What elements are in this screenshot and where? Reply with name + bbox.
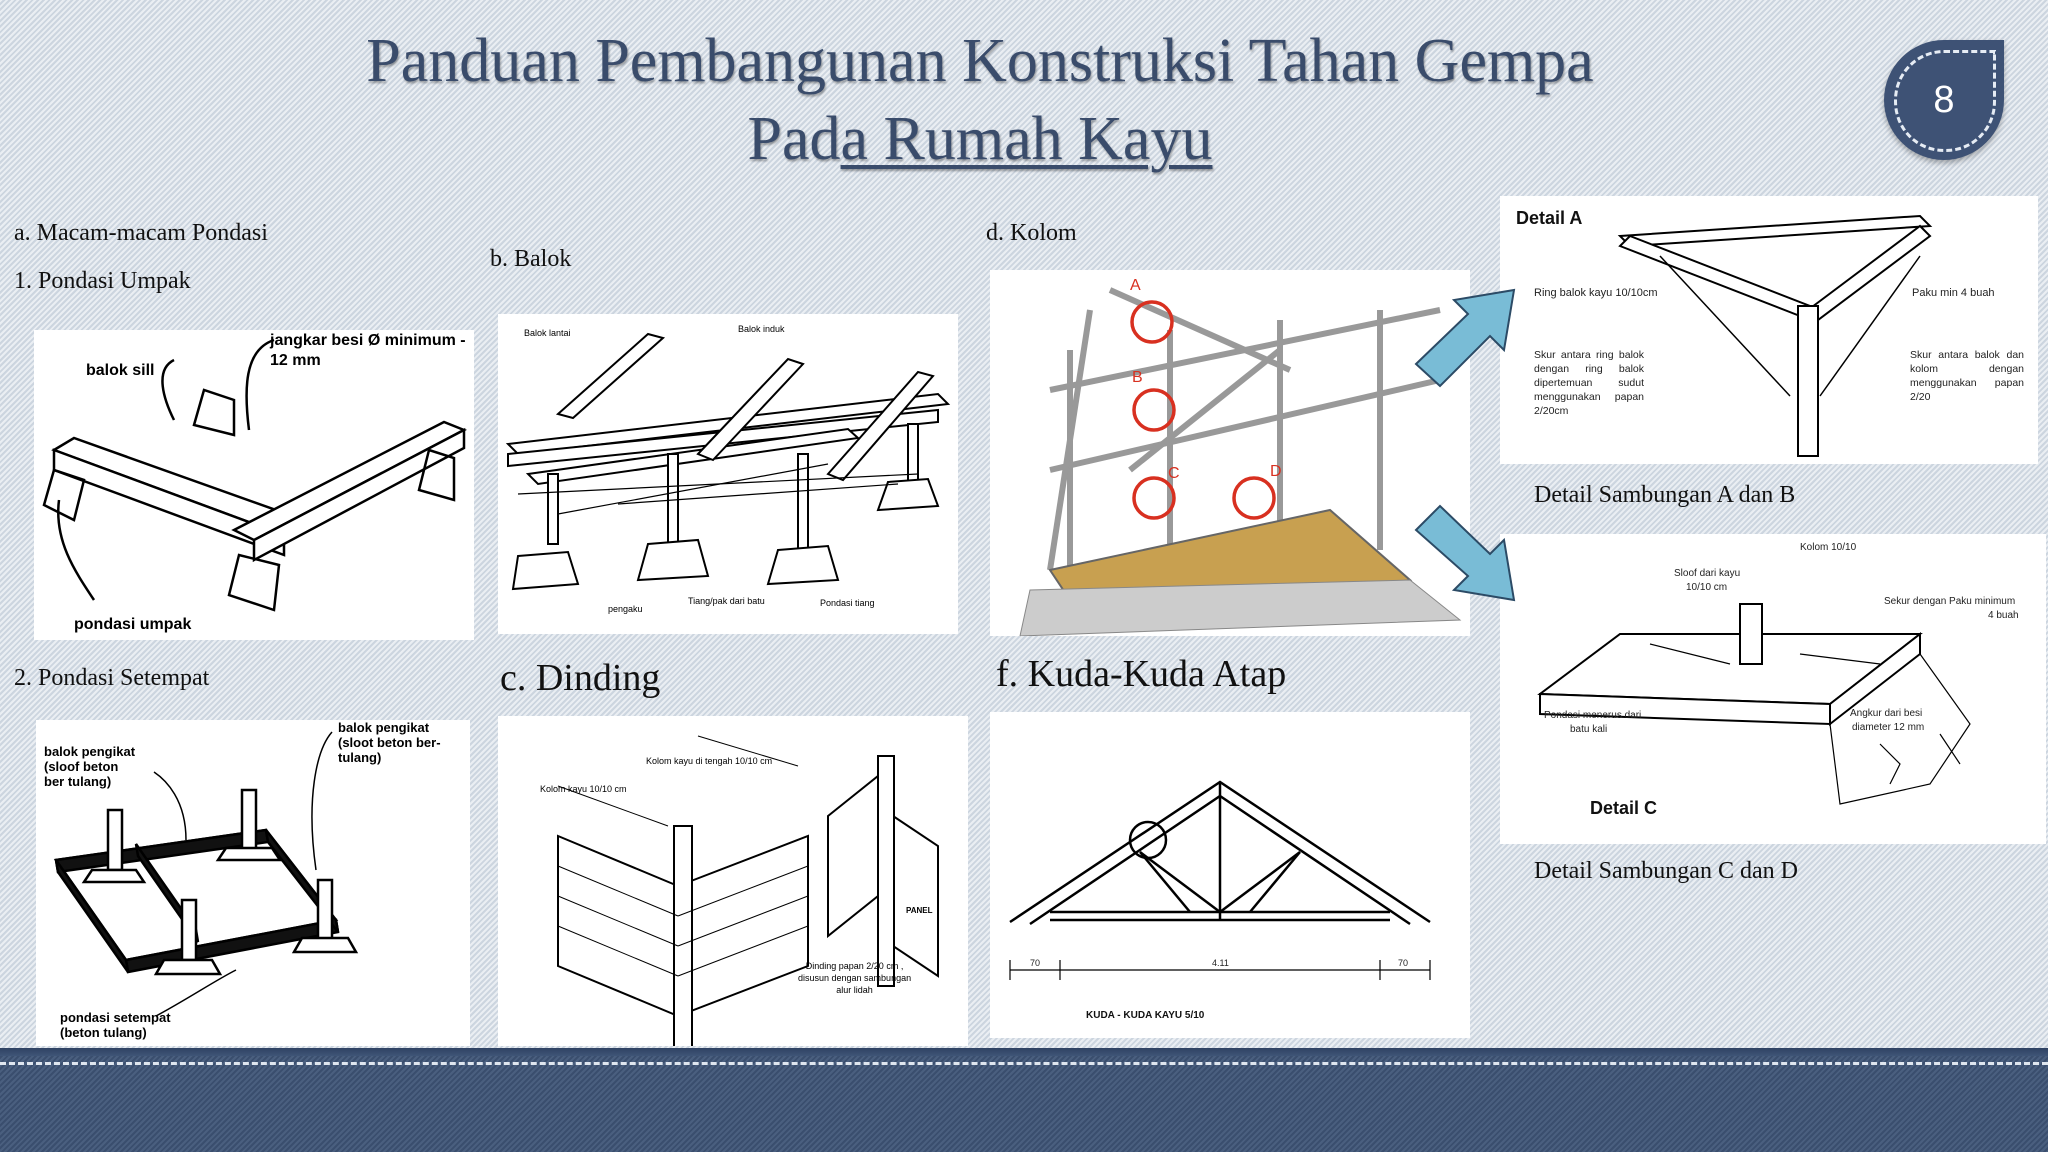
marker-a: A bbox=[1130, 277, 1141, 294]
sloof-text-1: Sloof dari kayu bbox=[1674, 568, 1740, 579]
angkur-text-1: Angkur dari besi bbox=[1850, 708, 1922, 719]
page-number-badge: 8 bbox=[1884, 40, 2004, 160]
kuda-kuda-drawing: 70 4.11 70 KUDA - KUDA KAYU 5/10 bbox=[990, 712, 1470, 1038]
arrow-down-right-icon bbox=[1414, 504, 1516, 602]
ring-balok-text: Ring balok kayu 10/10cm bbox=[1534, 287, 1658, 299]
pondasi-umpak-drawing: balok sill jangkar besi Ø minimum - 12 m… bbox=[34, 330, 474, 640]
detail-ab-caption: Detail Sambungan A dan B bbox=[1534, 482, 1796, 508]
tiang-text: Tiang/pak dari batu bbox=[688, 596, 765, 606]
sekur-text-2: 4 buah bbox=[1988, 610, 2019, 621]
balok-label: b. Balok bbox=[490, 246, 572, 272]
pondasi-umpak-label: 1. Pondasi Umpak bbox=[14, 268, 191, 294]
balok-drawing: Balok lantai Balok induk pengaku Tiang/p… bbox=[498, 314, 958, 634]
balok-pengikat-right-1: balok pengikat bbox=[338, 720, 430, 735]
dinding-papan-text-1: Dinding papan 2/20 cm , bbox=[805, 961, 904, 971]
kolom-label: d. Kolom bbox=[986, 220, 1077, 246]
kolom-10-text: Kolom 10/10 bbox=[1800, 542, 1857, 553]
balok-pengikat-left-3: ber tulang) bbox=[44, 774, 112, 789]
footer-band bbox=[0, 1048, 2048, 1152]
pondasi-tiang-text: Pondasi tiang bbox=[820, 598, 875, 608]
pondasi-setempat-text-2: (beton tulang) bbox=[60, 1025, 147, 1040]
balok-lantai-text: Balok lantai bbox=[524, 328, 571, 338]
angkur-text-2: diameter 12 mm bbox=[1852, 722, 1924, 733]
pondasi-heading: a. Macam-macam Pondasi bbox=[14, 220, 268, 246]
footer-stitch-line bbox=[0, 1062, 2048, 1065]
kuda-kuda-label: f. Kuda-Kuda Atap bbox=[996, 653, 1287, 695]
detail-c-title: Detail C bbox=[1590, 798, 1657, 818]
detail-cd-caption: Detail Sambungan C dan D bbox=[1534, 858, 1798, 884]
footer-top-edge bbox=[0, 1048, 2048, 1056]
jangkar-text: jangkar besi Ø minimum - bbox=[270, 332, 466, 349]
dim-left: 70 bbox=[1030, 958, 1040, 968]
kuda-kuda-caption: KUDA - KUDA KAYU 5/10 bbox=[1086, 1010, 1205, 1021]
balok-pengikat-right-3: tulang) bbox=[338, 750, 382, 765]
balok-pengikat-right-text: balok pengikat (sloot beton ber- tulang) bbox=[338, 720, 441, 765]
pondasi-menerus-text-1: Pondasi menerus dari bbox=[1544, 710, 1641, 721]
title-line-2: Pada Rumah Kayu bbox=[200, 100, 1760, 178]
badge-dashed-border bbox=[1894, 50, 1996, 152]
detail-a-title: Detail A bbox=[1516, 208, 1582, 228]
kuda-kuda-svg: 70 4.11 70 KUDA - KUDA KAYU 5/10 bbox=[1009, 780, 1431, 1021]
dinding-label: c. Dinding bbox=[500, 657, 661, 699]
pengaku-text: pengaku bbox=[608, 604, 643, 614]
kolom-svg: A B C D bbox=[1019, 277, 1462, 636]
kolom-drawing: A B C D bbox=[990, 270, 1470, 636]
detail-c-drawing: Detail C Kolom 10/10 Sloof dari kayu 10/… bbox=[1500, 534, 2046, 844]
dinding-papan-text: Dinding papan 2/20 cm , disusun dengan s… bbox=[798, 960, 911, 996]
pondasi-menerus-text-2: batu kali bbox=[1570, 724, 1607, 735]
marker-b: B bbox=[1132, 369, 1143, 386]
detail-a-svg: Detail A Ring balok kayu 10/10cm Paku mi… bbox=[1516, 208, 1995, 457]
kolom-tengah-text: Kolom kayu di tengah 10/10 cm bbox=[646, 756, 773, 766]
dinding-papan-text-2: disusun dengan sambungan bbox=[798, 973, 912, 983]
balok-svg bbox=[505, 332, 951, 591]
dinding-drawing: Kolom kayu di tengah 10/10 cm Kolom kayu… bbox=[498, 716, 968, 1046]
dinding-svg bbox=[557, 735, 939, 1046]
title-line-1: Panduan Pembangunan Konstruksi Tahan Gem… bbox=[366, 27, 1594, 95]
skur-right-text: Skur antara balok dan kolom dengan mengg… bbox=[1910, 349, 2024, 403]
marker-d: D bbox=[1270, 463, 1282, 480]
balok-pengikat-right-2: (sloot beton ber- bbox=[338, 735, 441, 750]
page-number: 8 bbox=[1933, 79, 1955, 121]
arrow-up-right-icon bbox=[1414, 288, 1516, 388]
balok-sill-text: balok sill bbox=[86, 362, 155, 379]
pondasi-setempat-svg bbox=[53, 731, 359, 1017]
kolom-kayu-text: Kolom kayu 10/10 cm bbox=[540, 784, 627, 794]
pondasi-setempat-text: pondasi setempat (beton tulang) bbox=[60, 1010, 171, 1040]
pondasi-setempat-label: 2. Pondasi Setempat bbox=[14, 665, 210, 691]
marker-c: C bbox=[1168, 465, 1180, 482]
panel-text: PANEL bbox=[906, 906, 933, 915]
title-line-2-plain: Pad bbox=[747, 105, 841, 173]
pondasi-setempat-text-1: pondasi setempat bbox=[60, 1010, 171, 1025]
balok-pengikat-left-2: (sloof beton bbox=[44, 759, 119, 774]
slide-title: Panduan Pembangunan Konstruksi Tahan Gem… bbox=[200, 22, 1760, 178]
paku-text: Paku min 4 buah bbox=[1912, 287, 1995, 299]
sekur-text-1: Sekur dengan Paku minimum bbox=[1884, 596, 2015, 607]
detail-c-svg: Detail C Kolom 10/10 Sloof dari kayu 10/… bbox=[1537, 542, 2019, 818]
jangkar-text-2: 12 mm bbox=[270, 352, 321, 369]
dim-right: 70 bbox=[1398, 958, 1408, 968]
skur-left-text: Skur antara ring balok dengan ring balok… bbox=[1534, 349, 1644, 417]
dinding-papan-text-3: alur lidah bbox=[836, 985, 873, 995]
pondasi-umpak-svg bbox=[42, 338, 467, 612]
balok-induk-text: Balok induk bbox=[738, 324, 785, 334]
pondasi-umpak-text: pondasi umpak bbox=[74, 616, 192, 633]
sloof-text-2: 10/10 cm bbox=[1686, 582, 1727, 593]
title-line-2-underlined: a Rumah Kayu bbox=[840, 105, 1213, 173]
pondasi-setempat-drawing: balok pengikat (sloof beton ber tulang) … bbox=[36, 720, 470, 1046]
dim-mid: 4.11 bbox=[1212, 958, 1229, 968]
balok-pengikat-left-1: balok pengikat bbox=[44, 744, 136, 759]
detail-a-drawing: Detail A Ring balok kayu 10/10cm Paku mi… bbox=[1500, 196, 2038, 464]
balok-pengikat-left-text: balok pengikat (sloof beton ber tulang) bbox=[44, 744, 135, 789]
